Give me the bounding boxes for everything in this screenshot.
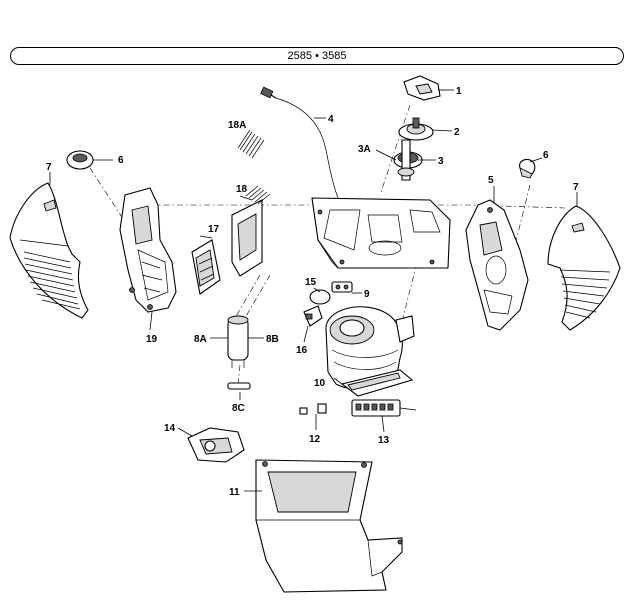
- callout-15: 15: [305, 277, 317, 288]
- part-2-sprocket: [398, 117, 434, 141]
- part-13-terminal-block: [351, 399, 417, 417]
- part-3-worm-gear: [393, 139, 423, 181]
- callout-16: 16: [296, 345, 308, 356]
- leader-lines: [49, 89, 578, 492]
- part-11-cover-housing: [255, 459, 403, 593]
- callout-12: 12: [309, 434, 321, 445]
- callout-6-right: 6: [543, 150, 549, 161]
- callout-6-left: 6: [118, 155, 124, 166]
- part-9-limit-switch: [331, 281, 353, 293]
- part-5-right-panel: [465, 199, 529, 331]
- callout-8b: 8B: [266, 334, 279, 345]
- part-7-right-end-cover: [547, 205, 621, 331]
- callout-7-left: 7: [46, 162, 52, 173]
- part-18a-heat-sink: [237, 129, 265, 159]
- callout-3: 3: [438, 156, 444, 167]
- part-14-light-socket: [187, 427, 245, 463]
- part-19-left-panel: [119, 187, 177, 313]
- part-8a-8b-capacitor: [227, 315, 249, 368]
- callout-13: 13: [378, 435, 390, 446]
- part-8c-bracket: [227, 382, 251, 390]
- part-7-left-end-cover: [9, 182, 89, 319]
- callout-8c: 8C: [232, 403, 245, 414]
- part-1-gear-cover: [403, 75, 441, 101]
- callout-17: 17: [208, 224, 220, 235]
- part-4-power-cord: [260, 86, 339, 199]
- part-16-sensor: [303, 305, 323, 327]
- callout-5: 5: [488, 175, 494, 186]
- callout-1: 1: [456, 86, 462, 97]
- callout-3a: 3A: [358, 144, 371, 155]
- callout-4: 4: [328, 114, 334, 125]
- callout-labels: 1 2 3A 3 4 5 6 6 7 7 8A 8B 8C 9 10 11 12…: [46, 86, 579, 498]
- callout-19: 19: [146, 334, 158, 345]
- part-15-switch-cap: [309, 289, 331, 305]
- callout-2: 2: [454, 127, 460, 138]
- part-6-left-lens: [66, 150, 94, 170]
- callout-18a: 18A: [228, 120, 246, 131]
- part-10-motor: [325, 306, 415, 397]
- callout-8a: 8A: [194, 334, 207, 345]
- callout-14: 14: [164, 423, 176, 434]
- chassis-plate: [311, 197, 451, 269]
- part-18-logic-board: [231, 185, 271, 277]
- model-title: 2585 • 3585: [287, 50, 347, 62]
- callout-10: 10: [314, 378, 326, 389]
- callout-18: 18: [236, 184, 248, 195]
- part-12-terminal: [299, 403, 327, 415]
- model-title-bar: 2585 • 3585: [10, 47, 624, 65]
- callout-7-right: 7: [573, 182, 579, 193]
- part-17-circuit-board: [191, 239, 221, 295]
- part-6-right-bulb: [519, 158, 536, 179]
- callout-11: 11: [229, 487, 240, 498]
- callout-9: 9: [364, 289, 370, 300]
